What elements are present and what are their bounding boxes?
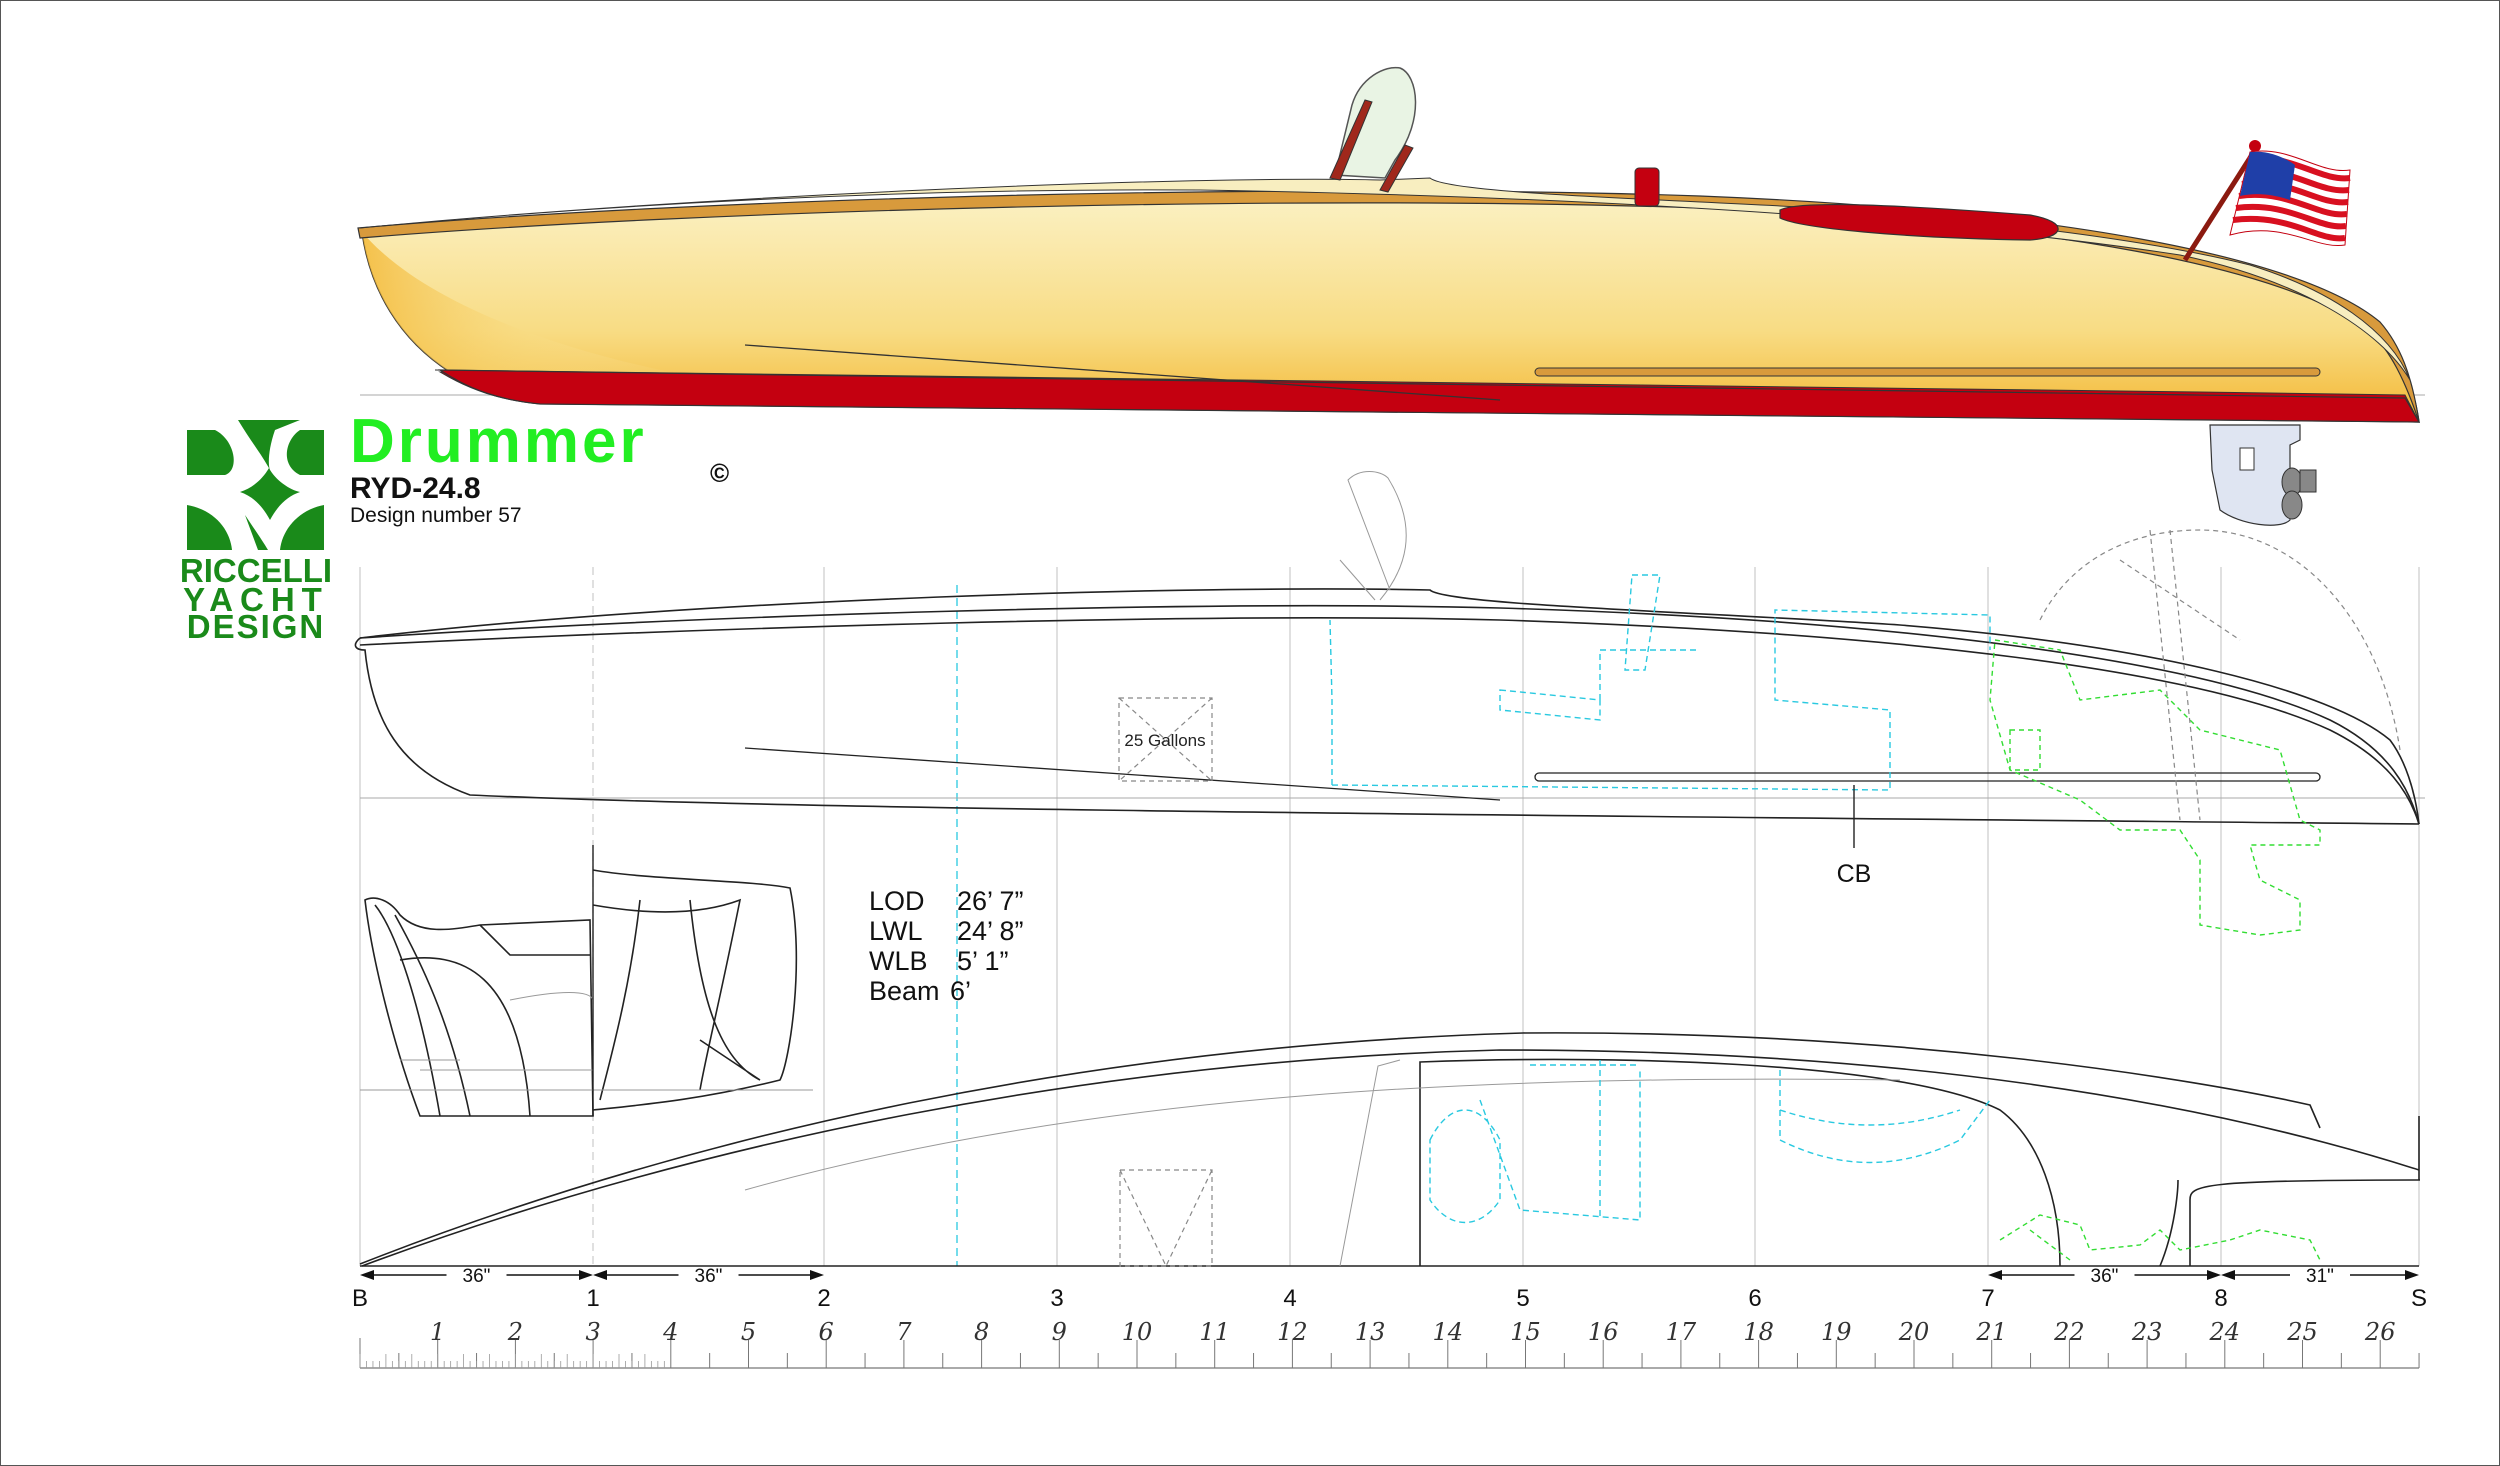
aft-cushion (1779, 203, 2059, 241)
ruler-label: 17 (1666, 1318, 1697, 1346)
us-flag-icon (2229, 150, 2351, 247)
ruler-label: 19 (1821, 1318, 1852, 1346)
ruler-label: 12 (1277, 1318, 1308, 1346)
dimension-B-1: 36" (360, 1266, 593, 1287)
ruler-label: 6 (819, 1318, 834, 1346)
dimension-lines: 36" 36" 36" 31" (360, 1266, 2419, 1287)
ruler-label: 14 (1433, 1318, 1464, 1346)
ruler-label: 26 (2364, 1318, 2396, 1346)
station-label-S: S (2411, 1285, 2427, 1312)
ruler-label: 15 (1510, 1318, 1541, 1346)
station-label-7: 7 (1981, 1285, 1994, 1312)
model-number: RYD-24.8 (350, 472, 481, 505)
station-label-2: 2 (817, 1285, 830, 1312)
colored-profile-view (357, 66, 2425, 526)
flagstaff (2182, 148, 2258, 262)
ruler-label: 22 (2053, 1318, 2085, 1346)
ruler-label: 3 (585, 1318, 600, 1346)
ruler-label: 25 (2286, 1318, 2318, 1346)
ruler-label: 20 (1898, 1318, 1930, 1346)
spray-strake (1534, 367, 2321, 377)
ruler-label: 7 (896, 1318, 912, 1346)
spec-label-lod: LOD (869, 886, 925, 916)
ruler-label: 24 (2209, 1318, 2241, 1346)
dimension-8-S: 31" (2221, 1266, 2419, 1287)
ruler-label: 13 (1355, 1318, 1386, 1346)
cb-label: CB (1837, 860, 1872, 888)
riccelli-logo: RICCELLI YACHT DESIGN (180, 420, 332, 645)
dimension-1-2: 36" (593, 1266, 824, 1287)
windshield (1334, 66, 1417, 179)
spec-label-wlb: WLB (869, 946, 928, 976)
spec-label-beam: Beam (869, 976, 940, 1006)
ruler-label: 2 (507, 1318, 523, 1346)
design-name: Drummer (350, 407, 647, 476)
station-label-1: 1 (586, 1285, 599, 1312)
station-label-B: B (352, 1285, 368, 1312)
boot-stripe (437, 369, 2421, 423)
spec-label-lwl: LWL (869, 916, 923, 946)
hull-shade (362, 232, 700, 378)
copyright-symbol: © (710, 458, 729, 488)
ruler-label: 16 (1588, 1318, 1619, 1346)
ruler-label: 9 (1052, 1318, 1067, 1346)
spec-value-beam: 6’ (950, 976, 971, 1006)
design-number: Design number 57 (350, 504, 522, 527)
station-labels: B 1 2 3 4 5 6 7 8 S (352, 1285, 2427, 1312)
ruler-label: 21 (1975, 1318, 2007, 1346)
body-sections-view (360, 845, 813, 1117)
plan-view (359, 1032, 2421, 1268)
dimension-label: 36" (695, 1266, 723, 1287)
spec-value-lod: 26’ 7” (957, 886, 1024, 916)
ruler-label: 4 (662, 1318, 678, 1346)
tank-plan (1119, 1169, 1213, 1267)
ruler-label: 11 (1199, 1318, 1230, 1346)
line-profile-view: 25 Gallons CB (354, 471, 2425, 936)
ruler-label: 8 (974, 1318, 989, 1346)
fuel-tank-label: 25 Gallons (1124, 731, 1205, 750)
chine-line (744, 344, 1501, 401)
dimension-label: 36" (463, 1266, 491, 1287)
logo-text-yacht: YACHT (183, 581, 329, 618)
flagstaff-finial (2249, 140, 2261, 152)
outboard-drive (2209, 424, 2317, 526)
specifications: LOD 26’ 7” LWL 24’ 8” WLB 5’ 1” Beam 6’ (869, 886, 1024, 1006)
spec-value-lwl: 24’ 8” (957, 916, 1024, 946)
station-label-3: 3 (1050, 1285, 1063, 1312)
dimension-7-8: 36" (1988, 1266, 2221, 1287)
ruler-label: 18 (1743, 1318, 1774, 1346)
station-label-8: 8 (2214, 1285, 2227, 1312)
fuel-tank (1118, 697, 1213, 782)
dimension-label: 36" (2091, 1266, 2119, 1287)
ruler-label: 23 (2131, 1318, 2163, 1346)
windshield-frame (1329, 99, 1414, 193)
station-label-4: 4 (1283, 1285, 1296, 1312)
logo-text-riccelli: RICCELLI (180, 552, 332, 589)
spec-value-wlb: 5’ 1” (957, 946, 1009, 976)
station-label-5: 5 (1516, 1285, 1529, 1312)
seat-back (1634, 167, 1660, 207)
ruler-label: 1 (430, 1318, 445, 1346)
station-label-6: 6 (1748, 1285, 1761, 1312)
logo-text-design: DESIGN (187, 608, 326, 645)
deck (359, 177, 2411, 381)
ruler-label: 5 (741, 1318, 756, 1346)
dimension-label: 31" (2306, 1266, 2334, 1287)
ruler-label: 10 (1122, 1318, 1153, 1346)
